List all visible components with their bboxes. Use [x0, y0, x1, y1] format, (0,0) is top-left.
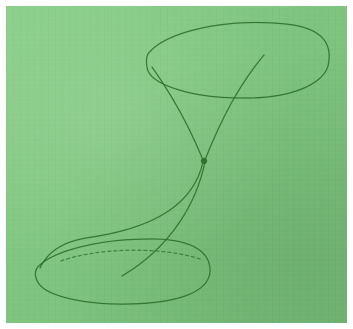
green-paper-background [6, 6, 347, 323]
bottom-ellipse-rim [35, 239, 210, 304]
upper-right-side [205, 55, 264, 160]
hand-drawn-hourglass-sketch [6, 6, 347, 323]
lower-right-side [122, 162, 205, 276]
bottom-rim-back [61, 250, 200, 261]
upper-left-side [152, 67, 203, 160]
top-ellipse-rim [147, 22, 330, 98]
center-point [201, 158, 207, 164]
